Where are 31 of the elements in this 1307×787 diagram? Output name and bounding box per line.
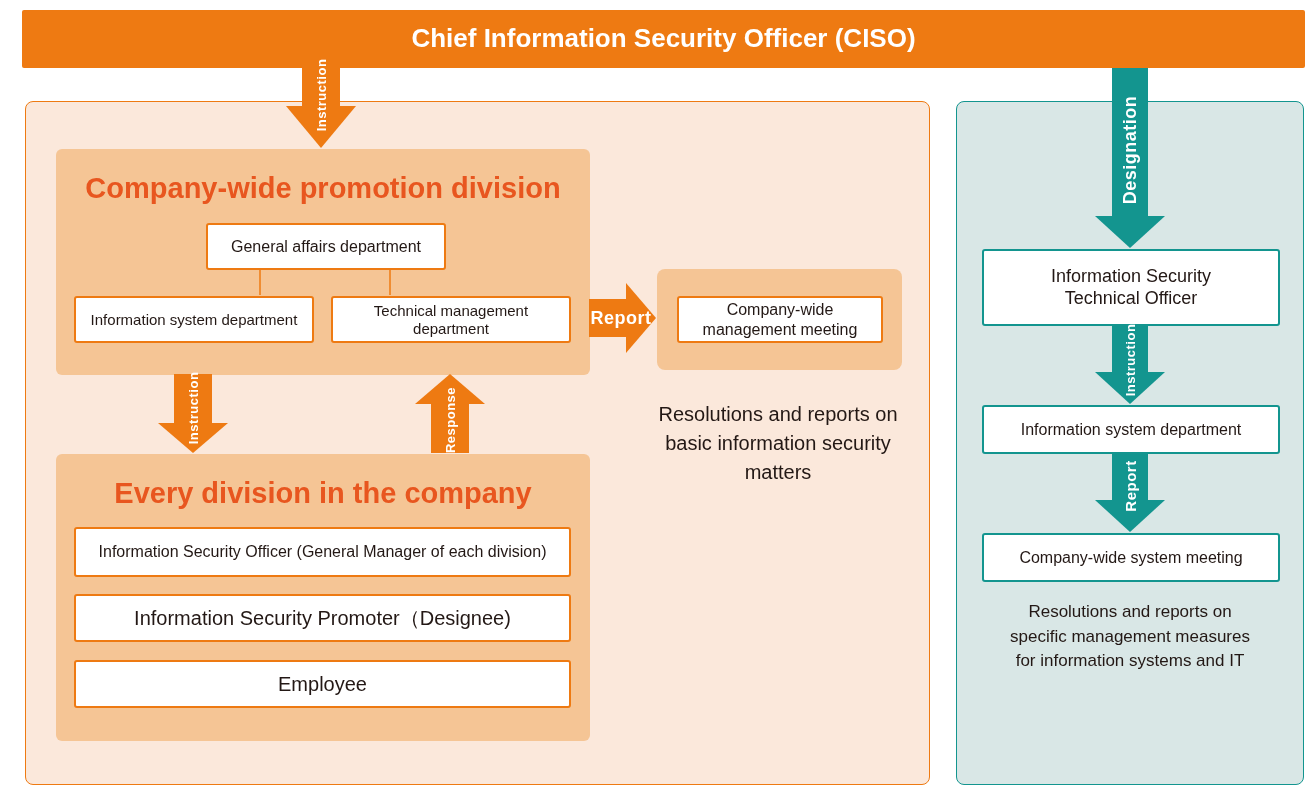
department-box: Technical management department (331, 296, 571, 343)
division-title: Every division in the company (113, 476, 533, 511)
note-text: Resolutions and reports on specific management measures for information systems and IT (1009, 601, 1251, 673)
edge-label: Response (442, 386, 458, 454)
block-arrow (415, 374, 485, 453)
edge-label: Report (1121, 460, 1139, 512)
department-box: Company-wide system meeting (982, 533, 1280, 582)
block-arrow (1095, 68, 1165, 248)
department-box: Information Security Officer (General Manager of each division) (74, 527, 571, 577)
edge-label: Instruction (1122, 323, 1138, 397)
edge-label: Instruction (313, 58, 329, 132)
department-box: Information system department (982, 405, 1280, 454)
department-box: Information system department (74, 296, 314, 343)
meeting-tile (657, 269, 902, 370)
connector-line (389, 268, 391, 296)
department-box: Information Security Promoter（Designee) (74, 594, 571, 642)
block-arrow (1095, 453, 1165, 532)
division-title: Company-wide promotion division (84, 171, 562, 206)
block-arrow (1095, 325, 1165, 404)
block-arrow (589, 283, 656, 353)
connector-line (259, 268, 261, 296)
edge-label: Designation (1119, 95, 1141, 205)
edge-label: Instruction (185, 371, 201, 445)
note-text: Resolutions and reports on basic information security matters (657, 402, 899, 485)
department-box: Company-wide management meeting (677, 296, 883, 343)
division-panel (56, 454, 590, 741)
department-box: General affairs department (206, 223, 446, 270)
department-box: Employee (74, 660, 571, 708)
block-arrow (158, 374, 228, 453)
edge-label: Report (590, 307, 652, 329)
block-arrow (286, 68, 356, 148)
